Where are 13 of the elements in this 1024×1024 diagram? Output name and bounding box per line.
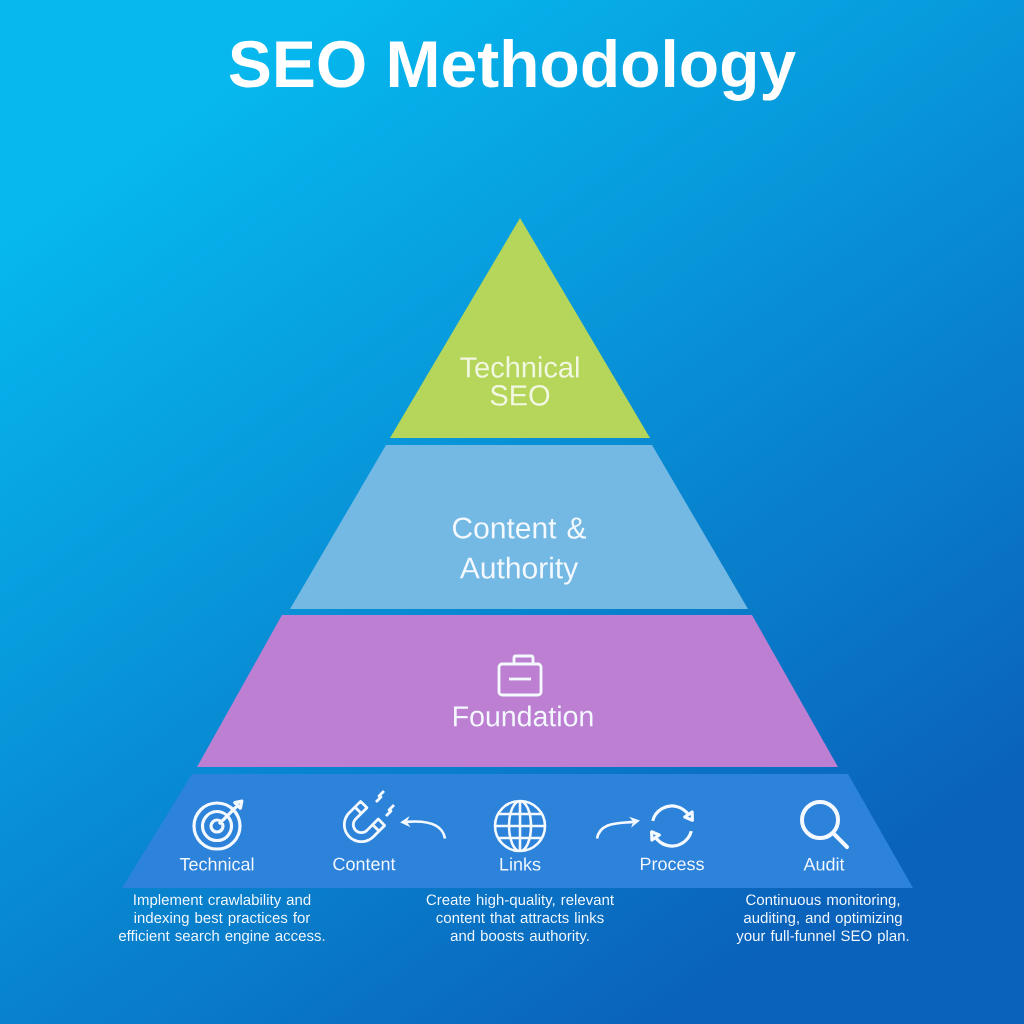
pyramid-tier: Content & Authority [290, 445, 748, 609]
curved-arrow [595, 816, 640, 839]
description-text: Implement crawlability and indexing best practices for efficient search engine access. [119, 894, 325, 944]
description-text: Create high-quality, relevant content that attracts links and boosts authority. [426, 894, 614, 944]
pyramid-tier: Foundation [197, 615, 838, 767]
description-text: Continuous monitoring, auditing, and optimizing your full-funnel SEO plan. [736, 894, 909, 944]
title: SEO Methodology [229, 39, 796, 101]
item-label: Content [333, 857, 396, 871]
item-label: Process [640, 857, 704, 871]
item-label: Audit [803, 857, 845, 871]
item-label: Technical [179, 857, 254, 871]
item-label: Links [500, 857, 541, 871]
pyramid-tier: Technical SEO [390, 218, 650, 438]
